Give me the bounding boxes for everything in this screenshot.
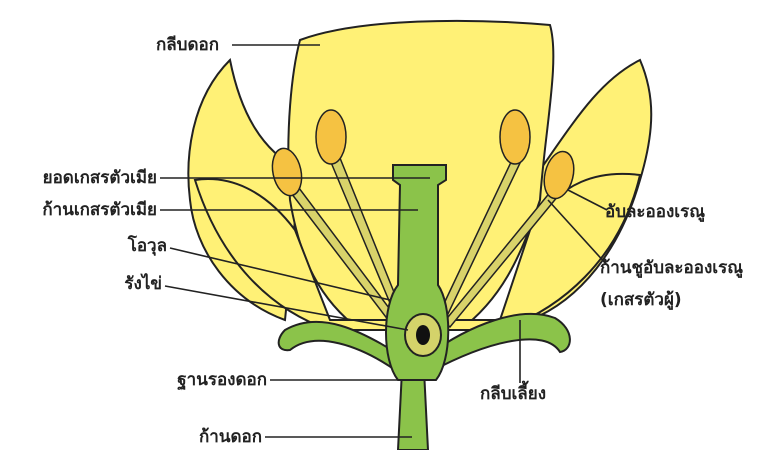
peduncle-stem [398, 370, 428, 450]
ovule-core [416, 325, 430, 345]
label-filament: ก้านชูอับละอองเรณู [600, 258, 743, 278]
label-sepal: กลีบเลี้ยง [480, 384, 546, 404]
label-stamen: (เกสรตัวผู้) [600, 290, 682, 310]
label-petal: กลีบดอก [156, 35, 219, 55]
label-anther: อับละอองเรณู [605, 202, 705, 222]
label-stigma: ยอดเกสรตัวเมีย [43, 168, 157, 188]
label-style: ก้านเกสรตัวเมีย [42, 200, 157, 220]
label-ovule: โอวุล [128, 236, 167, 256]
label-ovary: รังไข่ [124, 274, 162, 294]
label-receptacle: ฐานรองดอก [177, 370, 267, 390]
label-peduncle: ก้านดอก [199, 427, 262, 447]
